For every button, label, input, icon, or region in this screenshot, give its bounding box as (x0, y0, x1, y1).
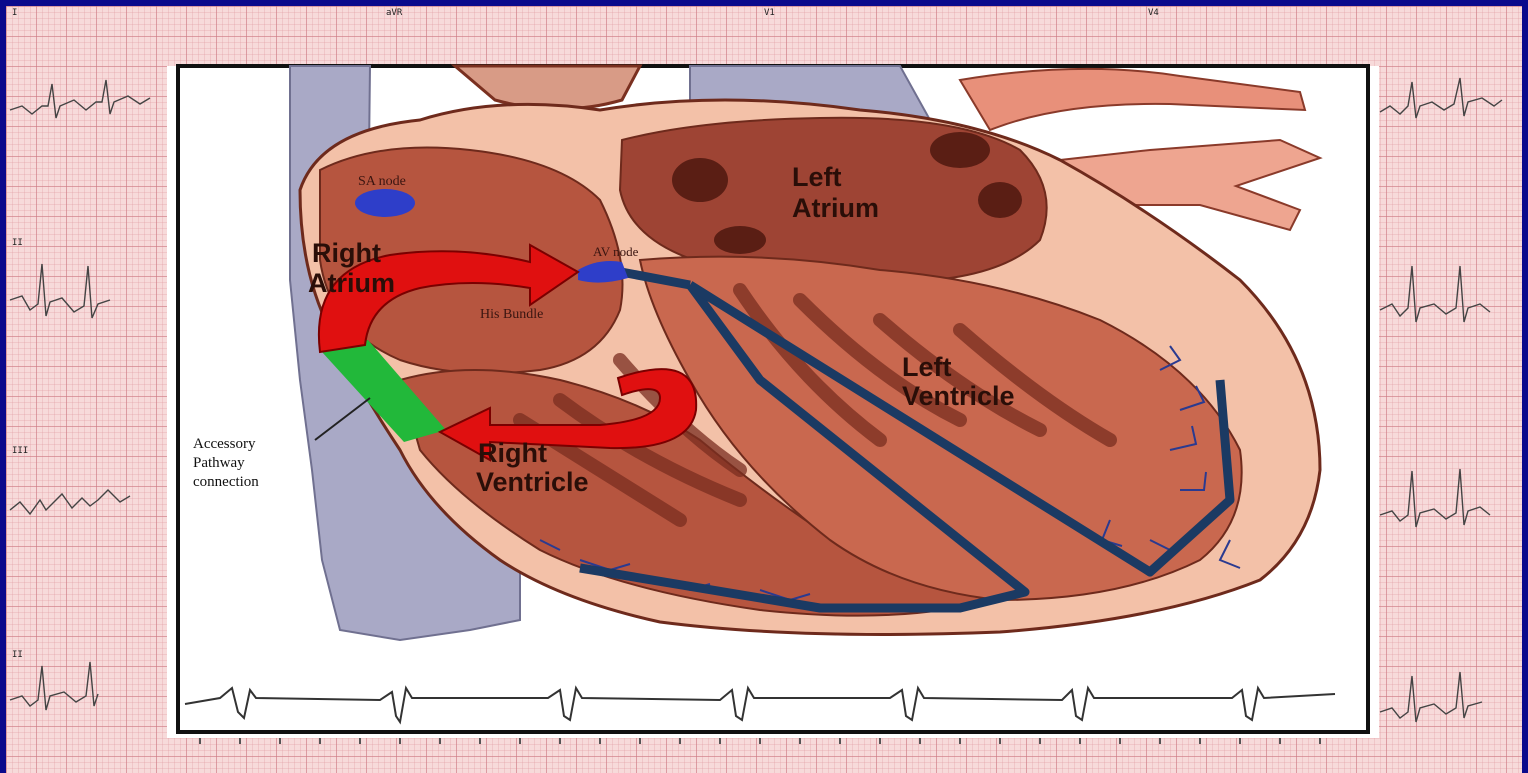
label-right-ventricle-1: Right (478, 438, 547, 468)
label-right-ventricle-2: Ventricle (476, 467, 589, 497)
label-accessory-1: Accessory (193, 436, 256, 452)
label-accessory-2: Pathway (193, 455, 245, 471)
sa-node (355, 189, 415, 217)
label-accessory-3: connection (193, 474, 259, 490)
label-left-ventricle-2: Ventricle (902, 381, 1015, 411)
left-atrium-shadow-3 (978, 182, 1022, 218)
label-right-atrium-2: Atrium (308, 268, 395, 298)
ecg-strip-tick-marks (200, 738, 1320, 744)
left-atrium-shadow-4 (714, 226, 766, 254)
label-sa-node: SA node (358, 174, 406, 189)
left-atrium-shadow-2 (930, 132, 990, 168)
label-his-bundle: His Bundle (480, 307, 543, 322)
left-atrium-shadow-1 (672, 158, 728, 202)
label-right-atrium-1: Right (312, 238, 381, 268)
label-left-atrium-2: Atrium (792, 193, 879, 223)
label-av-node: AV node (593, 244, 639, 259)
label-left-ventricle-1: Left (902, 352, 952, 382)
label-left-atrium-1: Left (792, 162, 842, 192)
